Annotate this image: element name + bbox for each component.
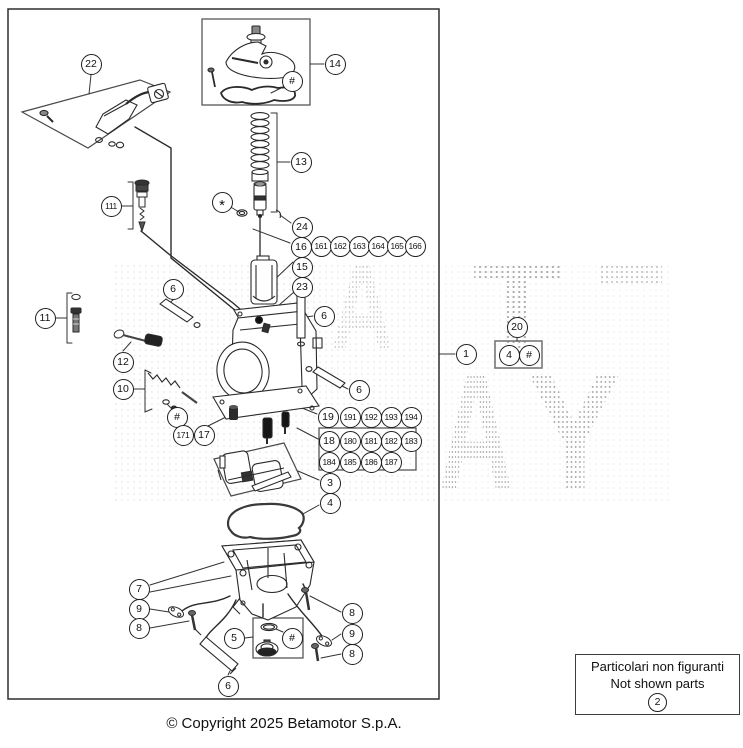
cover-gasket <box>220 85 296 105</box>
overflow-tube-6 <box>194 628 239 675</box>
watermark-dots: T A Y A <box>112 236 671 527</box>
bowl-flange <box>212 385 320 420</box>
choke-cable-route <box>134 126 237 312</box>
box-part-3 <box>213 442 302 497</box>
box-part-5 <box>252 617 304 659</box>
box-group-20 <box>494 340 543 369</box>
air-screw-12 <box>113 329 163 347</box>
bowl-gasket-4 <box>226 502 305 540</box>
not-shown-line-it: Particolari non figuranti <box>591 659 724 674</box>
main-jet <box>281 411 290 428</box>
needle-jet <box>262 417 273 439</box>
o-ring-star <box>236 209 248 217</box>
drain-o-ring <box>260 622 278 632</box>
screws-and-clamps <box>168 587 332 662</box>
clamp-9-right <box>316 635 332 647</box>
throttle-slide <box>250 255 278 305</box>
screw-8-right-top <box>301 587 309 593</box>
callout-2: 2 <box>648 693 667 712</box>
pilot-jet-17 <box>229 405 238 420</box>
float-assembly <box>217 450 292 493</box>
copyright-text: © Copyright 2025 Betamotor S.p.A. <box>166 715 402 732</box>
needle-holder-group <box>236 168 282 280</box>
watermark-letter-3: Y <box>526 337 622 527</box>
box-part-14 <box>201 18 311 106</box>
needle-clip-23 <box>254 315 264 325</box>
screw-8-left <box>188 610 196 616</box>
clip-24 <box>275 209 282 219</box>
float-bowl <box>221 539 315 621</box>
watermark-letter-fragment: A <box>330 236 393 376</box>
drain-plug-group <box>255 622 279 657</box>
slide-spring <box>250 112 270 169</box>
choke-cable-assembly <box>39 82 169 149</box>
bolt-11 <box>70 293 82 333</box>
watermark-letter-2: A <box>438 336 514 526</box>
adjuster-screw-111 <box>134 179 150 233</box>
clamp-9-left <box>168 606 184 618</box>
not-shown-parts-box: Particolari non figuranti Not shown part… <box>575 654 740 715</box>
top-cover-assembly <box>207 25 296 105</box>
not-shown-line-en: Not shown parts <box>610 676 705 691</box>
carburetor-body <box>212 302 323 444</box>
box-part-22 <box>20 79 172 149</box>
screw-8-right-bottom <box>311 643 319 649</box>
spacer-tubes-6 <box>159 289 346 389</box>
